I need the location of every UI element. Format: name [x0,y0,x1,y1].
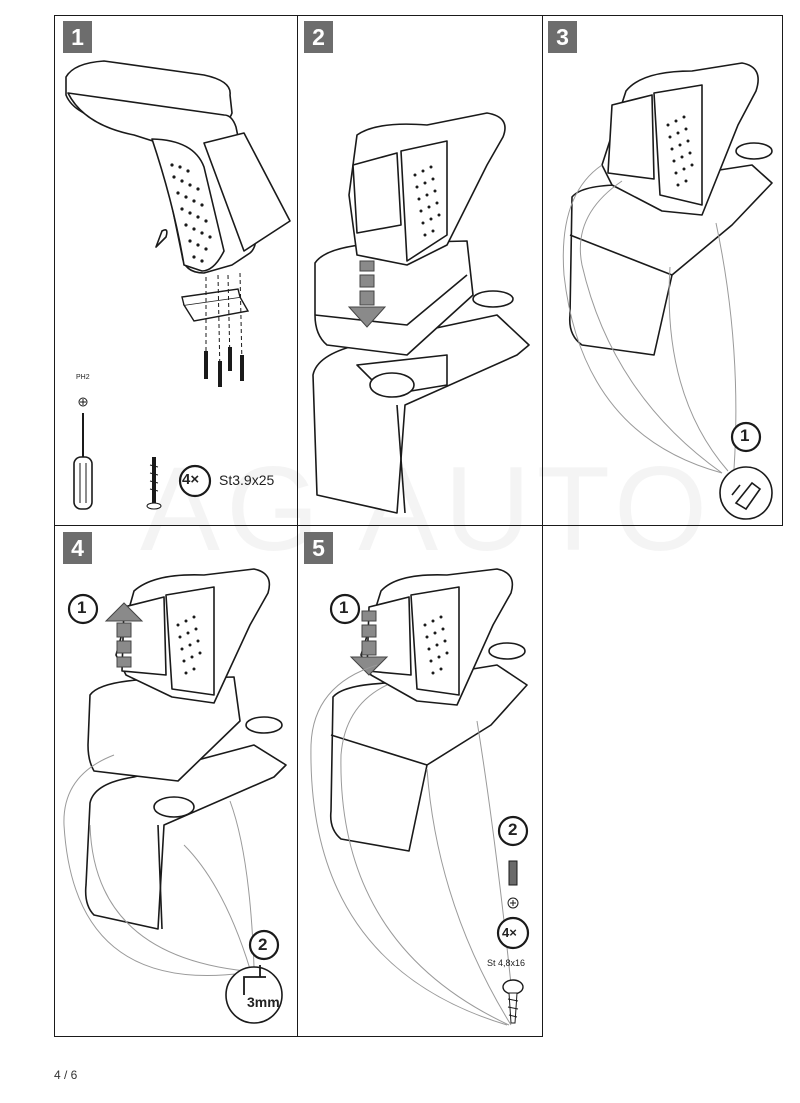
panel-5-frame [297,525,543,1037]
front-panel [607,94,655,180]
screw-icon [502,979,524,1024]
quantity-circle [178,464,212,498]
step-3-badge: 3 [548,21,577,53]
step-5-badge: 5 [304,532,333,564]
drill-size: 3mm [247,994,280,1010]
screwdriver-label: PH2 [76,374,90,381]
callout-circle-1 [497,815,529,847]
screw-quantity: 4× [182,471,200,488]
panel-3-illustration [562,62,773,520]
callout-1-label: 1 [77,598,87,617]
front-panel [352,152,402,234]
panel-3-frame [542,15,783,526]
callout-circle-1 [67,593,99,625]
step-1-badge: 1 [63,21,92,53]
screws-set [204,347,244,387]
perforated-panel [151,138,225,272]
rivet-icon [507,860,519,909]
adapter-plate [87,676,241,782]
callout-circle-2 [248,929,280,961]
screw-spec: St 4,8x16 [487,958,526,968]
marker-tool-icon [719,466,773,520]
screw-quantity: 4× [502,925,517,940]
drill-icon [225,966,283,1024]
callout-1-label: 1 [740,426,750,445]
perforation-dots [176,615,202,675]
panel-5-illustration [310,568,530,1026]
callout-circle-1b [329,593,361,625]
panel-1-illustration [65,60,291,510]
up-arrow-icon [104,602,144,668]
console-base [568,164,773,356]
guide-lines [310,664,516,1026]
alignment-lines [205,272,243,376]
screwdriver-icon [73,397,93,510]
panel-4-illustration [63,568,287,1024]
perforation-dots [170,163,212,263]
callout-2-label: 2 [258,935,268,954]
step-2-badge: 2 [304,21,333,53]
panel-2-illustration [312,112,530,514]
callout-circle-1 [730,421,762,453]
perforation-dots [666,115,694,187]
perforation-dots [413,165,441,237]
down-arrow-icon [347,260,387,328]
callout-1-label: 1 [339,598,349,617]
screw-icon [146,457,162,510]
front-panel [203,132,291,252]
step-4-badge: 4 [63,532,92,564]
console-base [84,744,287,930]
screw-spec: St3.9x25 [219,472,275,488]
callout-2-label: 2 [508,820,518,839]
down-arrow-icon [349,610,389,676]
perforation-dots [423,615,449,675]
console-base [329,664,528,852]
watermark: AG AUTO [140,440,713,578]
page-number: 4 / 6 [54,1068,78,1082]
quantity-circle [496,916,530,950]
